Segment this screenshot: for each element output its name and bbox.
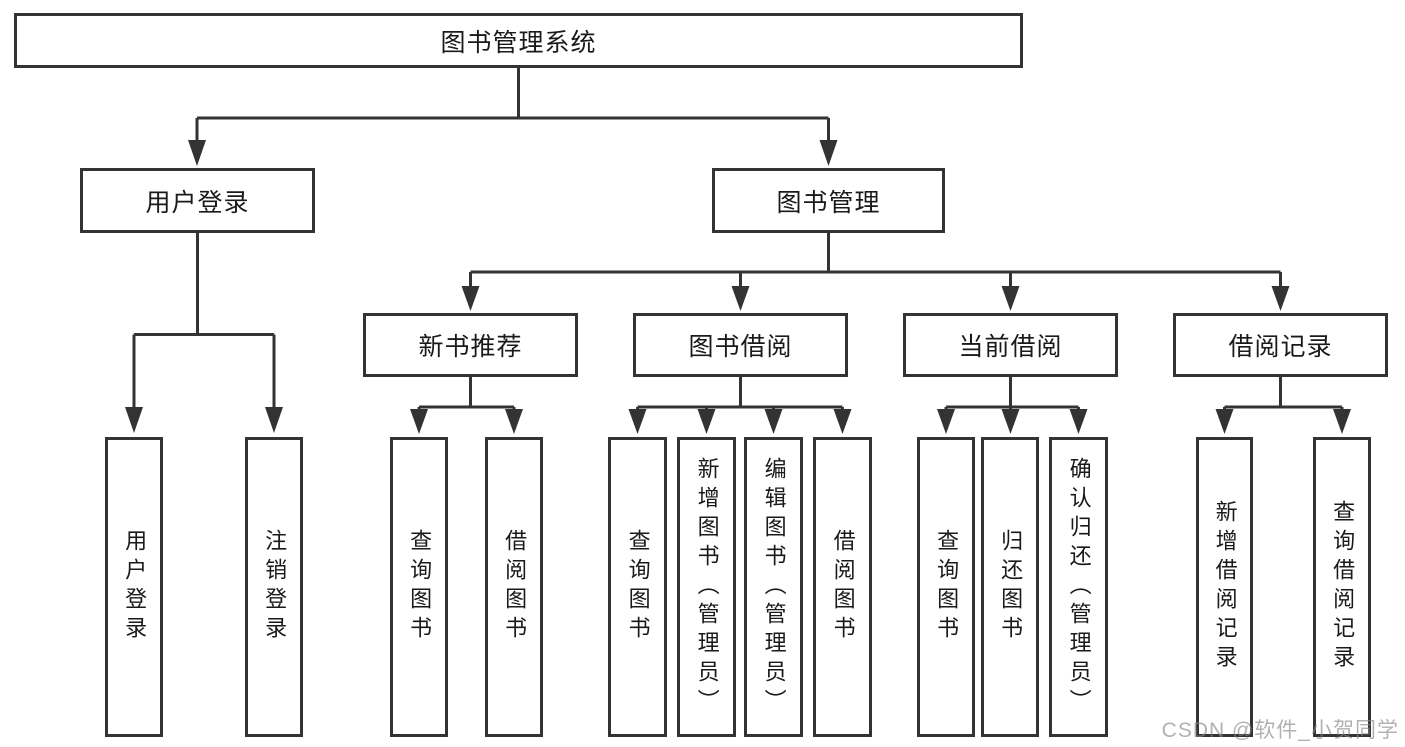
node-book-borrowing: 图书借阅 xyxy=(633,313,848,377)
node-current-borrowing: 当前借阅 xyxy=(903,313,1118,377)
leaf-add-borrow-record: 新增借阅记录 xyxy=(1196,437,1253,737)
node-book-management-label: 图书管理 xyxy=(776,188,881,217)
connector-borrowing-records-to-children xyxy=(1215,377,1351,434)
node-library-system: 图书管理系统 xyxy=(14,13,1023,68)
node-book-management: 图书管理 xyxy=(712,168,945,233)
csdn-watermark: CSDN @软件_小贺同学 xyxy=(1161,719,1399,742)
leaf-confirm-return-admin: 确认归还（管理员） xyxy=(1049,437,1108,737)
connector-root-to-level2 xyxy=(188,68,838,166)
leaf-user-login: 用户登录 xyxy=(105,437,163,737)
connector-new-book-recommend-to-children xyxy=(410,377,523,434)
leaf-query-books-recommend: 查询图书 xyxy=(390,437,448,737)
leaf-query-borrow-record: 查询借阅记录 xyxy=(1313,437,1371,737)
node-user-login: 用户登录 xyxy=(80,168,315,233)
connector-user-login-to-children xyxy=(125,233,283,433)
leaf-borrow-books-recommend: 借阅图书 xyxy=(485,437,543,737)
leaf-edit-book-admin: 编辑图书（管理员） xyxy=(744,437,803,737)
connector-book-management-to-level3 xyxy=(461,233,1290,311)
node-library-system-label: 图书管理系统 xyxy=(440,28,597,57)
node-book-borrowing-label: 图书借阅 xyxy=(688,333,793,361)
leaf-add-book-admin: 新增图书（管理员） xyxy=(677,437,736,737)
node-new-book-recommend-label: 新书推荐 xyxy=(418,333,523,361)
connector-current-borrowing-to-children xyxy=(937,377,1088,434)
node-user-login-label: 用户登录 xyxy=(145,188,250,217)
node-current-borrowing-label: 当前借阅 xyxy=(958,333,1063,361)
leaf-logout-login: 注销登录 xyxy=(245,437,303,737)
node-borrowing-records: 借阅记录 xyxy=(1173,313,1388,377)
connector-book-borrowing-to-children xyxy=(628,377,852,434)
leaf-borrow-books-borrowing: 借阅图书 xyxy=(813,437,872,737)
leaf-return-books: 归还图书 xyxy=(981,437,1039,737)
node-borrowing-records-label: 借阅记录 xyxy=(1228,333,1333,361)
node-new-book-recommend: 新书推荐 xyxy=(363,313,578,377)
leaf-query-books-borrowing: 查询图书 xyxy=(608,437,667,737)
leaf-query-books-current: 查询图书 xyxy=(917,437,975,737)
